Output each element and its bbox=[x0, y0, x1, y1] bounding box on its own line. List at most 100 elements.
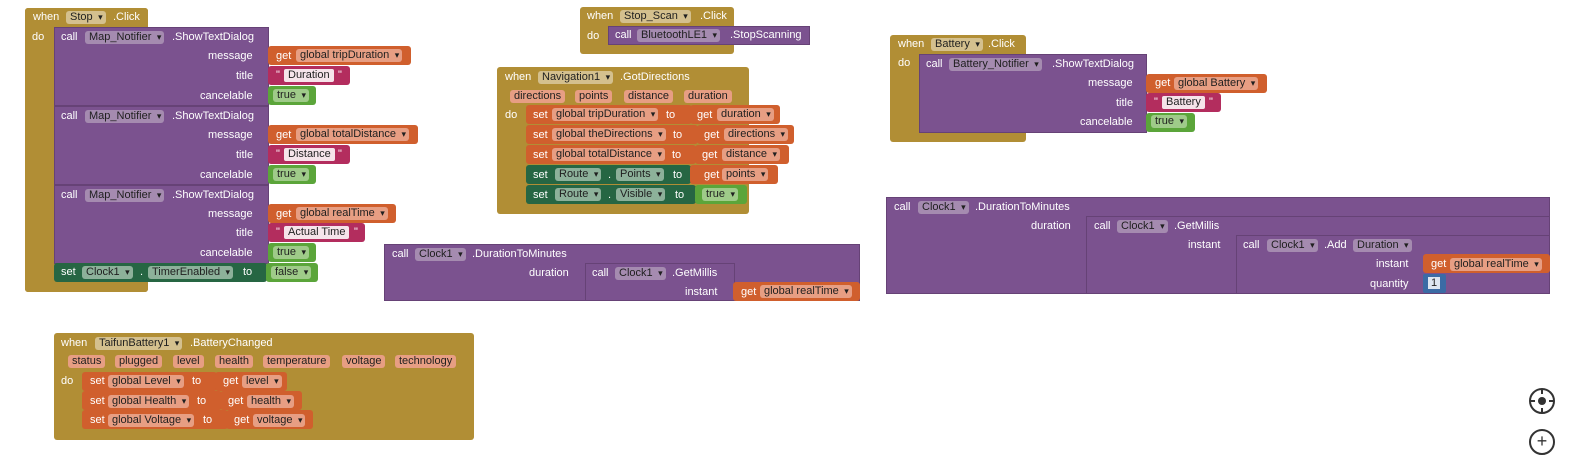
clock-component-dropdown[interactable]: Clock1 bbox=[82, 266, 133, 279]
call-label: call bbox=[926, 58, 943, 70]
boolean-dropdown[interactable]: true bbox=[702, 188, 738, 201]
set-label: set bbox=[533, 169, 548, 181]
zoom-in-icon[interactable]: + bbox=[1529, 429, 1555, 455]
param-technology[interactable]: technology bbox=[395, 355, 457, 368]
get-label: get bbox=[1431, 258, 1447, 270]
param-directions[interactable]: directions bbox=[510, 90, 566, 103]
route-component-dropdown[interactable]: Route bbox=[555, 168, 602, 181]
stop-scan-component-dropdown[interactable]: Stop_Scan bbox=[620, 10, 691, 23]
variable-dropdown[interactable]: global Health bbox=[108, 395, 190, 408]
param-health[interactable]: health bbox=[215, 355, 253, 368]
text-value[interactable]: Duration bbox=[284, 69, 334, 82]
to-label: to bbox=[673, 129, 683, 141]
number-value[interactable]: 1 bbox=[1428, 277, 1441, 289]
text-value[interactable]: Battery bbox=[1162, 96, 1205, 109]
param-level[interactable]: level bbox=[173, 355, 204, 368]
clock-component-dropdown[interactable]: Clock1 bbox=[1267, 239, 1318, 252]
taifun-component-dropdown[interactable]: TaifunBattery1 bbox=[95, 337, 183, 350]
quote-close-icon: " bbox=[338, 69, 342, 81]
quote-open-icon: " bbox=[276, 69, 280, 81]
call-label: call bbox=[61, 189, 78, 201]
notifier-dropdown[interactable]: Map_Notifier bbox=[85, 110, 165, 123]
property-dropdown[interactable]: Points bbox=[616, 168, 664, 181]
quote-open-icon: " bbox=[1154, 96, 1158, 108]
do-label: do bbox=[898, 57, 911, 69]
param-duration[interactable]: duration bbox=[684, 90, 732, 103]
boolean-dropdown[interactable]: true bbox=[1151, 115, 1187, 128]
method-name: .StopScanning bbox=[730, 29, 802, 41]
get-label: get bbox=[223, 375, 239, 387]
to-label: to bbox=[672, 149, 682, 161]
stop-component-dropdown[interactable]: Stop bbox=[66, 11, 106, 24]
dot-separator: . bbox=[608, 189, 612, 201]
event-name: .GotDirections bbox=[620, 71, 690, 83]
variable-dropdown[interactable]: directions bbox=[724, 128, 789, 141]
get-label: get bbox=[276, 50, 292, 62]
event-name: .Click bbox=[988, 38, 1015, 50]
route-component-dropdown[interactable]: Route bbox=[555, 188, 602, 201]
variable-dropdown[interactable]: global tripDuration bbox=[552, 108, 659, 121]
param-status[interactable]: status bbox=[68, 355, 106, 368]
property-dropdown[interactable]: Visible bbox=[616, 188, 666, 201]
notifier-dropdown[interactable]: Map_Notifier bbox=[85, 189, 165, 202]
duration-unit-dropdown[interactable]: Duration bbox=[1353, 239, 1412, 252]
variable-dropdown[interactable]: duration bbox=[717, 108, 774, 121]
variable-dropdown[interactable]: health bbox=[247, 395, 294, 408]
param-temperature[interactable]: temperature bbox=[263, 355, 331, 368]
variable-dropdown[interactable]: distance bbox=[722, 148, 780, 161]
set-label: set bbox=[61, 266, 76, 278]
recenter-icon[interactable] bbox=[1529, 388, 1555, 414]
param-voltage[interactable]: voltage bbox=[342, 355, 386, 368]
property-dropdown[interactable]: TimerEnabled bbox=[148, 266, 234, 279]
method-name: .ShowTextDialog bbox=[172, 31, 254, 43]
clock-component-dropdown[interactable]: Clock1 bbox=[1117, 220, 1168, 233]
instant-arg-label: instant bbox=[685, 286, 718, 298]
variable-dropdown[interactable]: global realTime bbox=[296, 207, 388, 220]
text-value[interactable]: Actual Time bbox=[284, 226, 350, 239]
notifier-dropdown[interactable]: Map_Notifier bbox=[85, 31, 165, 44]
variable-dropdown[interactable]: level bbox=[242, 375, 282, 388]
navigation-component-dropdown[interactable]: Navigation1 bbox=[538, 71, 614, 84]
ble-component-dropdown[interactable]: BluetoothLE1 bbox=[637, 29, 721, 42]
param-distance[interactable]: distance bbox=[624, 90, 673, 103]
variable-dropdown[interactable]: global Voltage bbox=[108, 414, 195, 427]
target-icon bbox=[1531, 390, 1553, 412]
variable-dropdown[interactable]: voltage bbox=[253, 414, 306, 427]
to-label: to bbox=[197, 395, 207, 407]
get-label: get bbox=[702, 149, 718, 161]
variable-dropdown[interactable]: global realTime bbox=[1450, 258, 1542, 271]
notifier-dropdown[interactable]: Battery_Notifier bbox=[949, 58, 1042, 71]
param-points[interactable]: points bbox=[575, 90, 613, 103]
clock-component-dropdown[interactable]: Clock1 bbox=[415, 248, 466, 261]
set-label: set bbox=[90, 414, 105, 426]
event-name: .BatteryChanged bbox=[190, 337, 273, 349]
event-name: .Click bbox=[113, 11, 140, 23]
quote-close-icon: " bbox=[338, 148, 342, 160]
event-name: .Click bbox=[700, 10, 727, 22]
boolean-dropdown[interactable]: true bbox=[273, 168, 309, 181]
clock-component-dropdown[interactable]: Clock1 bbox=[918, 201, 969, 214]
quote-open-icon: " bbox=[276, 226, 280, 238]
boolean-dropdown[interactable]: false bbox=[271, 266, 312, 279]
text-value[interactable]: Distance bbox=[284, 148, 335, 161]
when-label: when bbox=[61, 337, 88, 349]
boolean-dropdown[interactable]: true bbox=[273, 246, 309, 259]
variable-dropdown[interactable]: global totalDistance bbox=[552, 148, 666, 161]
variable-dropdown[interactable]: global totalDistance bbox=[296, 128, 410, 141]
set-label: set bbox=[533, 149, 548, 161]
call-label: call bbox=[615, 29, 632, 41]
variable-dropdown[interactable]: global theDirections bbox=[552, 128, 666, 141]
message-arg-label: message bbox=[208, 50, 253, 62]
variable-dropdown[interactable]: global Battery bbox=[1174, 77, 1259, 90]
boolean-dropdown[interactable]: true bbox=[273, 89, 309, 102]
dot-separator: . bbox=[140, 266, 144, 278]
variable-dropdown[interactable]: points bbox=[722, 168, 769, 181]
message-arg-label: message bbox=[208, 208, 253, 220]
clock-component-dropdown[interactable]: Clock1 bbox=[615, 267, 666, 280]
variable-dropdown[interactable]: global tripDuration bbox=[296, 49, 403, 62]
battery-component-dropdown[interactable]: Battery bbox=[931, 38, 983, 51]
param-plugged[interactable]: plugged bbox=[115, 355, 163, 368]
variable-dropdown[interactable]: global realTime bbox=[760, 285, 852, 298]
variable-dropdown[interactable]: global Level bbox=[108, 375, 184, 388]
when-label: when bbox=[587, 10, 614, 22]
